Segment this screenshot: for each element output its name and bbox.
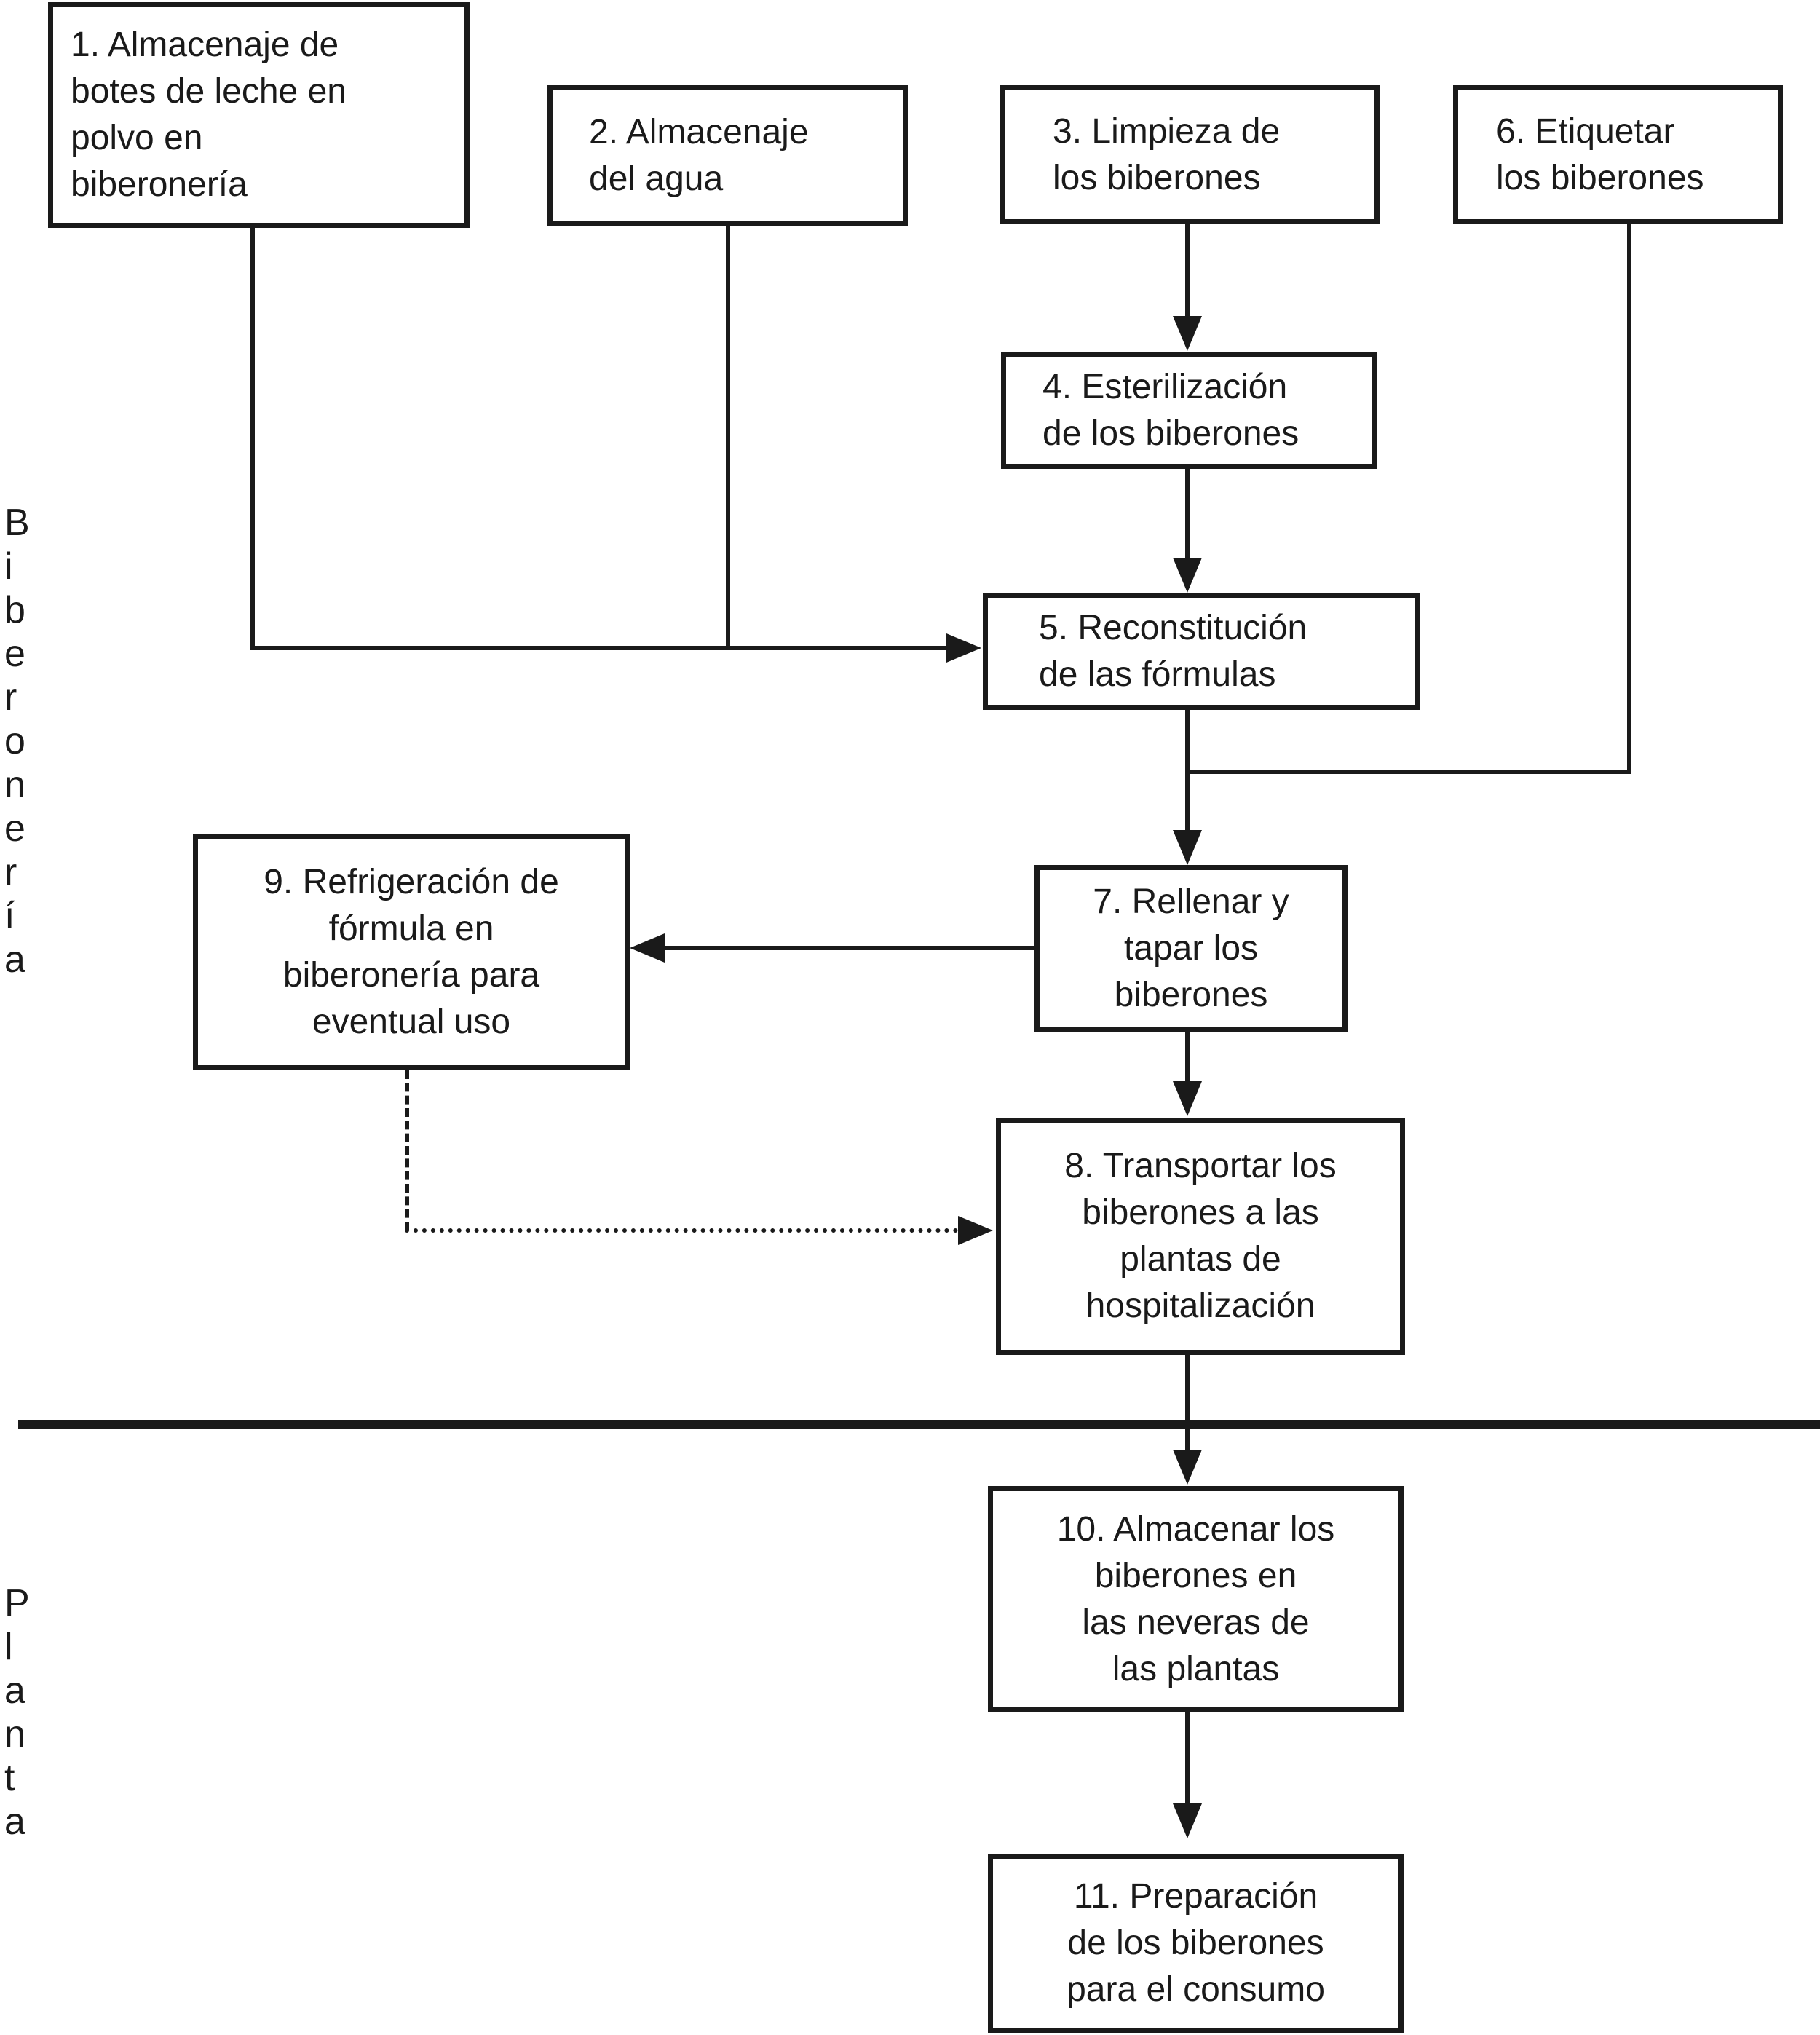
box-7-rellenar: 7. Rellenar y tapar los biberones bbox=[1034, 865, 1348, 1032]
arrowhead-8-to-10 bbox=[1173, 1450, 1202, 1485]
box-11-preparacion-consumo: 11. Preparación de los biberones para el… bbox=[988, 1854, 1404, 2033]
connector-7-to-8 bbox=[1185, 1032, 1190, 1083]
connector-3-to-4 bbox=[1185, 223, 1190, 317]
connector-4-to-5 bbox=[1185, 469, 1190, 559]
box-4-esterilizacion: 4. Esterilización de los biberones bbox=[1001, 352, 1377, 469]
box-9-refrigeracion: 9. Refrigeración de fórmula en biberoner… bbox=[193, 834, 630, 1070]
connector-10-to-11 bbox=[1185, 1712, 1190, 1803]
arrowhead-9-to-8 bbox=[958, 1216, 993, 1245]
connector-9-dashed-down bbox=[405, 1070, 409, 1230]
connector-8-to-10 bbox=[1185, 1355, 1190, 1450]
connector-6-join bbox=[1185, 770, 1631, 774]
box-10-almacenar-neveras: 10. Almacenar los biberones en las never… bbox=[988, 1486, 1404, 1712]
arrowhead-into-5 bbox=[946, 633, 981, 663]
arrowhead-7-to-8 bbox=[1173, 1081, 1202, 1116]
connector-6-down bbox=[1627, 224, 1631, 774]
box-6-etiquetar: 6. Etiquetar los biberones bbox=[1453, 85, 1783, 224]
connector-1-down bbox=[250, 228, 255, 648]
box-8-transportar: 8. Transportar los biberones a las plant… bbox=[996, 1118, 1405, 1355]
arrowhead-7-to-9 bbox=[630, 933, 665, 963]
connector-7-to-9 bbox=[665, 946, 1034, 950]
arrowhead-4-to-5 bbox=[1173, 558, 1202, 593]
box-2-almacenaje-agua: 2. Almacenaje del agua bbox=[547, 85, 908, 226]
connector-2-down bbox=[726, 226, 730, 650]
box-1-almacenaje-leche: 1. Almacenaje de botes de leche en polvo… bbox=[48, 2, 470, 228]
arrowhead-5-to-7 bbox=[1173, 830, 1202, 865]
arrowhead-3-to-4 bbox=[1173, 316, 1202, 351]
connector-1-2-to-5 bbox=[250, 646, 949, 650]
box-5-reconstitucion: 5. Reconstitución de las fórmulas bbox=[983, 593, 1420, 710]
section-divider bbox=[18, 1420, 1820, 1429]
box-3-limpieza: 3. Limpieza de los biberones bbox=[1000, 85, 1380, 224]
arrowhead-10-to-11 bbox=[1173, 1803, 1202, 1838]
connector-9-dashed-to-8 bbox=[405, 1228, 958, 1233]
